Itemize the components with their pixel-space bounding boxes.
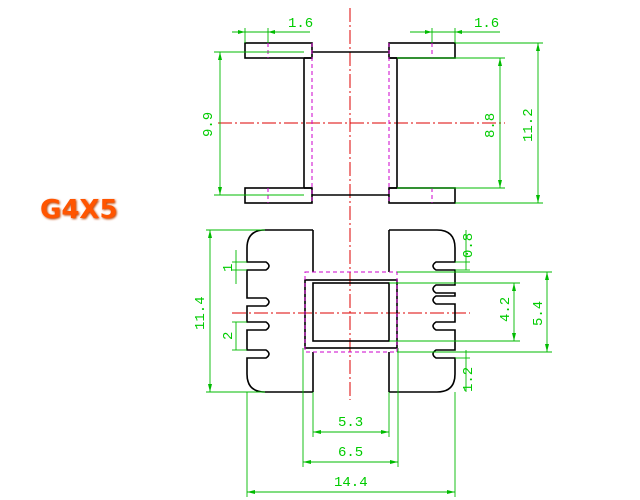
dim-bottom-window-inner: 4.2 [498,297,514,322]
part-title: G4X5 [40,195,118,225]
dim-bottom-pitch: 2 [221,332,237,340]
bottom-outer-outline [246,229,456,393]
dim-top-inner-height: 9.9 [201,112,217,137]
bottom-hidden-frame [304,271,398,353]
top-right-lower-flange [388,187,456,204]
dim-bottom-window-outer: 5.4 [531,301,547,326]
dim-bottom-width-inner: 5.3 [338,415,363,431]
dim-top-right-flange: 1.6 [474,16,499,32]
dim-bottom-width-mid: 6.5 [338,445,363,461]
dim-top-core-height: 8.8 [483,113,499,138]
top-right-upper-flange [388,42,456,59]
bottom-view: 0.8 1 11.4 2 4.2 5.4 1.2 [193,228,552,497]
bottom-window-outer [304,279,398,349]
dim-top-left-flange: 1.6 [288,16,313,32]
dim-bottom-width-total: 14.4 [334,475,368,491]
top-view: 1.6 1.6 9.9 8.8 11.2 [201,8,543,225]
dim-bottom-pin-gap: 1 [221,264,237,272]
bottom-window-inner [312,282,390,342]
dim-bottom-tab: 1.2 [461,367,477,392]
dim-bottom-slot: 0.8 [461,233,477,258]
dim-top-total-height: 11.2 [521,108,537,142]
top-left-lower-flange [244,187,313,204]
top-left-upper-flange [244,42,313,59]
dim-bottom-total-height: 11.4 [193,296,209,330]
